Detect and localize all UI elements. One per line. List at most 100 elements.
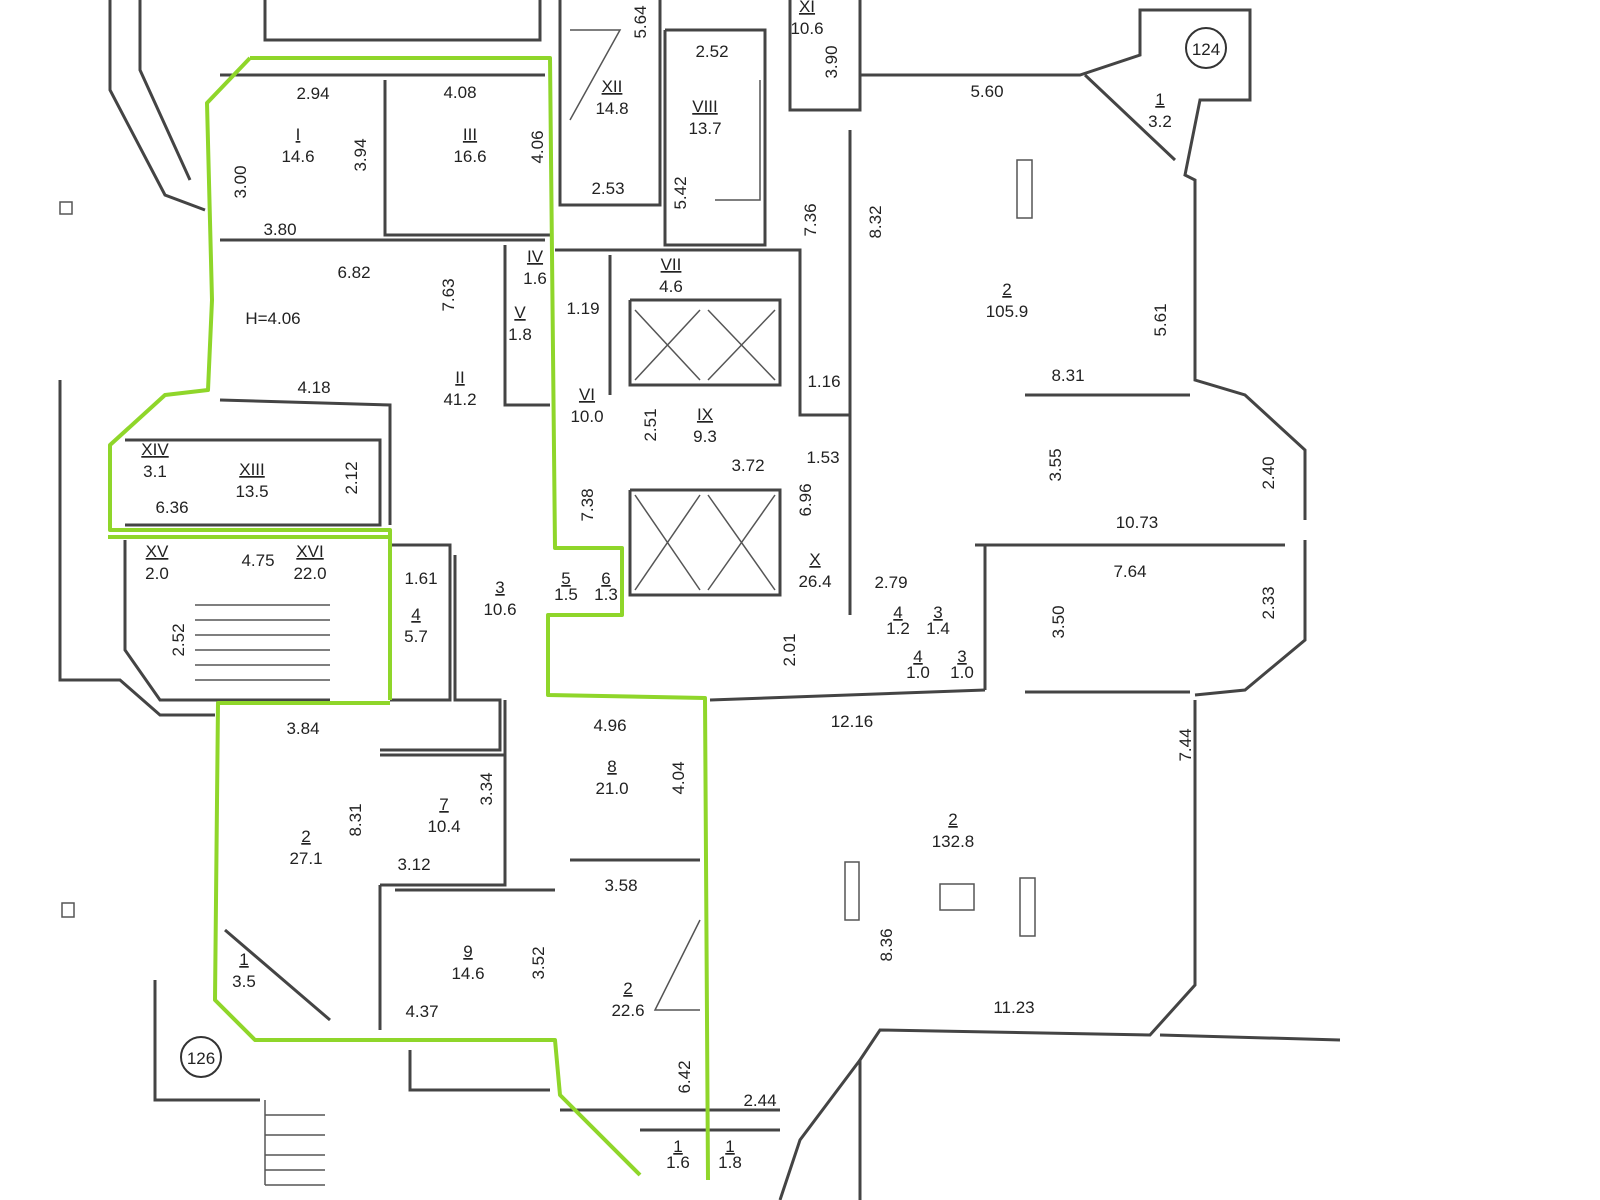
room-area: 1.8 [508, 325, 532, 344]
room-number: 3 [957, 647, 966, 666]
dimension-label: 2.52 [695, 42, 728, 61]
room-number: III [463, 125, 477, 144]
dimension-label: 7.64 [1113, 562, 1146, 581]
dimension-label-vertical: 8.32 [866, 205, 885, 238]
room-area: 22.0 [293, 564, 326, 583]
room-number: 4 [913, 647, 922, 666]
dimension-label: 6.82 [337, 263, 370, 282]
dimension-label: 12.16 [831, 712, 874, 731]
dimension-label-vertical: 4.06 [528, 130, 547, 163]
room-area: 41.2 [443, 390, 476, 409]
dimension-label-vertical: 3.55 [1046, 448, 1065, 481]
dimension-label-vertical: 2.40 [1259, 456, 1278, 489]
room-number: IV [527, 247, 544, 266]
dimension-label-vertical: 3.94 [351, 138, 370, 171]
room-area: 14.6 [281, 147, 314, 166]
room-area: 1.0 [906, 663, 930, 682]
room-area: 3.5 [232, 972, 256, 991]
dimension-label: 4.08 [443, 83, 476, 102]
room-area: 27.1 [289, 849, 322, 868]
dimension-label-vertical: 3.34 [477, 772, 496, 805]
dimension-label: 2.79 [874, 573, 907, 592]
room-area: 1.6 [523, 269, 547, 288]
dimension-label: 2.94 [296, 84, 329, 103]
room-area: 14.8 [595, 99, 628, 118]
walls [58, 0, 1341, 1200]
room-area: 1.8 [718, 1153, 742, 1172]
room-number: 5 [561, 569, 570, 588]
room-number: 3 [495, 578, 504, 597]
room-area: 10.6 [483, 600, 516, 619]
room-area: 5.7 [404, 627, 428, 646]
room-area: 13.5 [235, 482, 268, 501]
dimension-label-vertical: 3.90 [822, 45, 841, 78]
room-area: 1.2 [886, 619, 910, 638]
room-number: 3 [933, 603, 942, 622]
room-area: 21.0 [595, 779, 628, 798]
room-area: 10.4 [427, 817, 460, 836]
room-number: XII [602, 77, 623, 96]
room-area: 26.4 [798, 572, 831, 591]
room-number: 8 [607, 757, 616, 776]
room-number: 1 [239, 950, 248, 969]
room-number: 1 [673, 1137, 682, 1156]
dimension-label-vertical: 3.00 [231, 165, 250, 198]
dimension-label: 2.44 [743, 1091, 776, 1110]
dimension-label-vertical: 3.52 [529, 946, 548, 979]
room-number: XVI [296, 542, 323, 561]
dimension-label-vertical: 8.31 [346, 803, 365, 836]
dimension-label: 1.61 [404, 569, 437, 588]
dimension-label-vertical: 2.52 [169, 623, 188, 656]
dimension-label-vertical: 7.44 [1176, 728, 1195, 761]
dimension-label: 4.37 [405, 1002, 438, 1021]
room-number: XV [146, 542, 169, 561]
room-area: 3.1 [143, 462, 167, 481]
dimension-label: 3.72 [731, 456, 764, 475]
dimension-label: 6.36 [155, 498, 188, 517]
room-area: 1.4 [926, 619, 950, 638]
dimension-label-vertical: 7.38 [578, 488, 597, 521]
room-area: 4.6 [659, 277, 683, 296]
room-number: 7 [439, 795, 448, 814]
dimension-label: 11.23 [993, 998, 1034, 1017]
room-area: 16.6 [453, 147, 486, 166]
dimension-label: 1.19 [566, 299, 599, 318]
room-number: 1 [725, 1137, 734, 1156]
room-number: 2 [1002, 280, 1011, 299]
room-area: 9.3 [693, 427, 717, 446]
room-number: 2 [948, 810, 957, 829]
room-number: VIII [692, 97, 718, 116]
dimension-label-vertical: 3.50 [1049, 605, 1068, 638]
dimension-label-vertical: 4.04 [669, 761, 688, 794]
dimension-label: 1.53 [806, 448, 839, 467]
dimension-label-vertical: 7.63 [439, 278, 458, 311]
room-number: 2 [301, 827, 310, 846]
dimension-label: 4.18 [297, 378, 330, 397]
room-number: 9 [463, 942, 472, 961]
dimension-label: 10.73 [1116, 513, 1159, 532]
room-number: X [809, 550, 820, 569]
dimension-label: 5.60 [970, 82, 1003, 101]
dimension-label: 4.75 [241, 551, 274, 570]
room-number: 2 [623, 979, 632, 998]
room-number: I [296, 125, 301, 144]
highlight-outline [108, 56, 710, 1181]
marker-126: 126 [180, 1036, 222, 1078]
dimension-label-vertical: 2.12 [342, 461, 361, 494]
dimension-label: 3.12 [397, 855, 430, 874]
room-area: 105.9 [986, 302, 1029, 321]
dimension-label-vertical: 8.36 [877, 928, 896, 961]
room-area: 1.0 [950, 663, 974, 682]
dimension-label-vertical: 2.51 [641, 408, 660, 441]
room-area: 1.5 [554, 585, 578, 604]
room-number: 4 [893, 603, 902, 622]
dimension-label: 3.84 [286, 719, 319, 738]
dimension-label-vertical: 2.33 [1259, 586, 1278, 619]
dimension-label-vertical: 6.96 [796, 483, 815, 516]
room-number: XI [799, 0, 815, 16]
room-number: 1 [1155, 90, 1164, 109]
dimension-label-vertical: 5.42 [671, 176, 690, 209]
